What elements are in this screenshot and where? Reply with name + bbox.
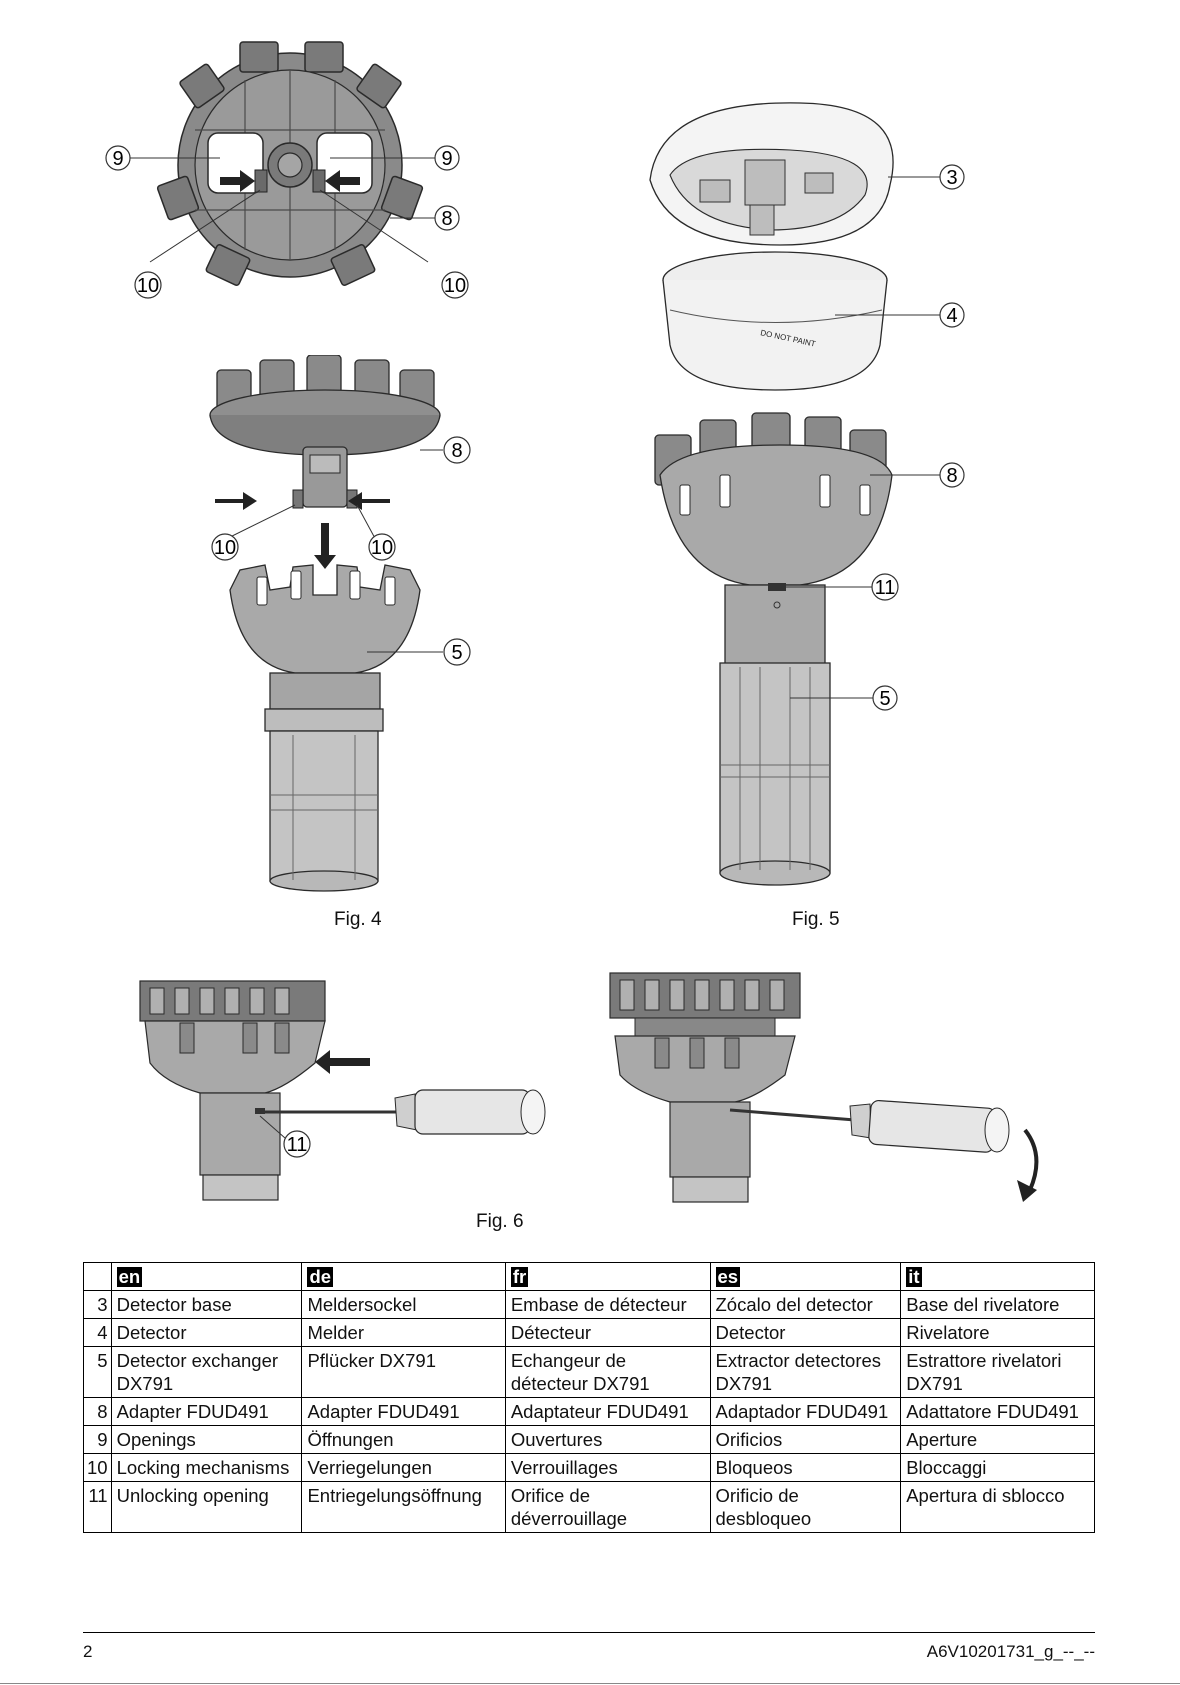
legend-header-es: es	[709, 1262, 902, 1291]
legend-cell-fr: Adaptateur FDUD491	[504, 1397, 711, 1426]
callout-10-right: 10	[444, 275, 466, 297]
page-bottom-rule	[0, 1683, 1180, 1684]
legend-cell-fr: Echangeur de détecteur DX791	[504, 1346, 711, 1398]
legend-cell-de: Meldersockel	[301, 1290, 506, 1319]
fig5-detector-assembly: DO NOT PAINT	[640, 95, 970, 905]
legend-cell-it: Aperture	[900, 1425, 1095, 1454]
legend-cell-es: Orificio de desbloqueo	[709, 1481, 902, 1533]
callout-8-lower: 8	[451, 440, 462, 462]
legend-header-fr: fr	[504, 1262, 711, 1291]
callout-11-fig6: 11	[287, 1134, 308, 1156]
legend-cell-fr: Verrouillages	[504, 1453, 711, 1482]
callout-10-lower-right: 10	[371, 537, 393, 559]
fig5-caption: Fig. 5	[792, 909, 840, 930]
document-id: A6V10201731_g_--_--	[926, 1642, 1095, 1661]
legend-header-it: it	[900, 1262, 1095, 1291]
callout-10-lower-left: 10	[214, 537, 236, 559]
legend-cell-en: Detector	[110, 1318, 303, 1347]
legend-cell-de: Pflücker DX791	[301, 1346, 506, 1398]
fig6-right-lever	[605, 970, 1055, 1205]
legend-cell-de: Entriegelungsöffnung	[301, 1481, 506, 1533]
legend-cell-de: Adapter FDUD491	[301, 1397, 506, 1426]
callout-5: 5	[451, 642, 462, 664]
legend-cell-it: Bloccaggi	[900, 1453, 1095, 1482]
legend-item-number: 11	[83, 1481, 112, 1533]
legend-item-number: 9	[83, 1425, 112, 1454]
legend-cell-es: Orificios	[709, 1425, 902, 1454]
callout-8: 8	[441, 208, 452, 230]
legend-cell-it: Estrattore rivelatori DX791	[900, 1346, 1095, 1398]
legend-item-number: 5	[83, 1346, 112, 1398]
legend-cell-it: Apertura di sblocco	[900, 1481, 1095, 1533]
legend-cell-es: Zócalo del detector	[709, 1290, 902, 1319]
footer-rule	[83, 1632, 1095, 1633]
legend-header-num	[83, 1262, 112, 1291]
legend-cell-en: Unlocking opening	[110, 1481, 303, 1533]
legend-cell-it: Rivelatore	[900, 1318, 1095, 1347]
legend-cell-fr: Orifice de déverrouillage	[504, 1481, 711, 1533]
legend-cell-fr: Embase de détecteur	[504, 1290, 711, 1319]
fig4-adapter-exchanger: 8 10 10 5	[195, 355, 485, 900]
legend-cell-de: Verriegelungen	[301, 1453, 506, 1482]
legend-header-en: en	[110, 1262, 303, 1291]
legend-cell-it: Base del rivelatore	[900, 1290, 1095, 1319]
legend-header-de: de	[301, 1262, 506, 1291]
callout-4: 4	[946, 305, 957, 327]
fig6-caption: Fig. 6	[476, 1211, 524, 1232]
legend-cell-en: Locking mechanisms	[110, 1453, 303, 1482]
callout-8-fig5: 8	[946, 465, 957, 487]
callout-9-right: 9	[441, 148, 452, 170]
legend-cell-en: Detector exchanger DX791	[110, 1346, 303, 1398]
legend-header-row: en de fr es it	[83, 1262, 1095, 1291]
legend-cell-en: Adapter FDUD491	[110, 1397, 303, 1426]
legend-cell-es: Bloqueos	[709, 1453, 902, 1482]
legend-item-number: 3	[83, 1290, 112, 1319]
legend-cell-de: Öffnungen	[301, 1425, 506, 1454]
legend-cell-en: Detector base	[110, 1290, 303, 1319]
legend-item-number: 8	[83, 1397, 112, 1426]
legend-cell-it: Adattatore FDUD491	[900, 1397, 1095, 1426]
callout-11-fig5: 11	[875, 577, 896, 599]
callout-10-left: 10	[137, 275, 159, 297]
legend-cell-fr: Ouvertures	[504, 1425, 711, 1454]
legend-cell-fr: Détecteur	[504, 1318, 711, 1347]
legend-item-number: 10	[83, 1453, 112, 1482]
callout-9-left: 9	[112, 148, 123, 170]
legend-cell-de: Melder	[301, 1318, 506, 1347]
fig6-left-unlock: 11	[135, 978, 595, 1203]
legend-item-number: 4	[83, 1318, 112, 1347]
legend-cell-es: Adaptador FDUD491	[709, 1397, 902, 1426]
legend-cell-en: Openings	[110, 1425, 303, 1454]
callout-5-fig5: 5	[879, 688, 890, 710]
callout-3: 3	[946, 167, 957, 189]
page-number: 2	[83, 1642, 93, 1661]
fig4-adapter-top-view: 9 9 8 10 10	[90, 30, 530, 310]
fig4-caption: Fig. 4	[334, 909, 382, 930]
legend-cell-es: Detector	[709, 1318, 902, 1347]
legend-cell-es: Extractor detectores DX791	[709, 1346, 902, 1398]
